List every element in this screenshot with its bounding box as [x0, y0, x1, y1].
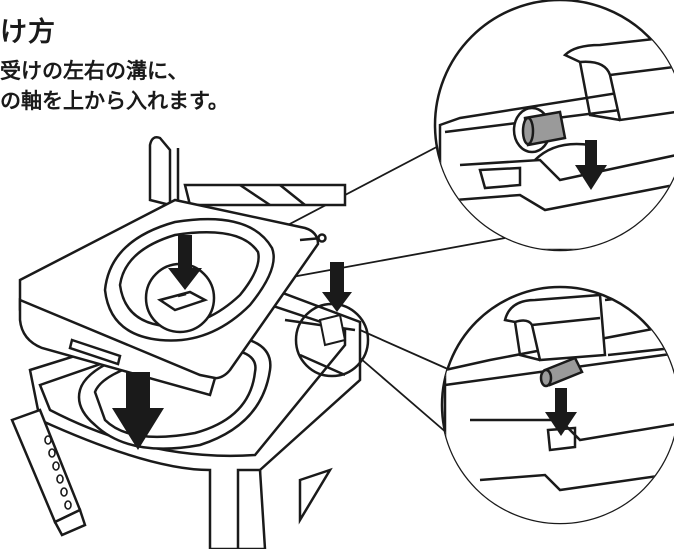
chair-backrest	[148, 136, 347, 207]
leg-adjustment-holes	[44, 435, 72, 510]
insertion-arrows	[112, 235, 352, 450]
chair-legs	[10, 408, 333, 549]
magnified-view-bottom	[440, 285, 674, 525]
section-heading: け方	[0, 17, 56, 48]
callout-arrow-top	[575, 140, 607, 190]
instruction-line-1: 受けの左右の溝に、	[0, 59, 189, 83]
magnified-view-top	[433, 0, 674, 252]
instruction-line-2: の軸を上から入れます。	[0, 89, 229, 113]
frame-groove	[318, 313, 347, 347]
callout-arrow-bottom	[545, 388, 577, 436]
